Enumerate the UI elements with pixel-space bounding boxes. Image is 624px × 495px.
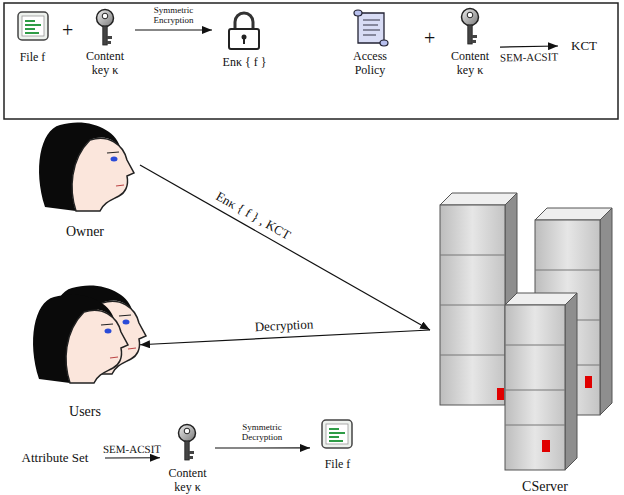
server-tower bbox=[505, 293, 577, 470]
diagram-node: Users bbox=[30, 288, 140, 420]
node-caption: CServer bbox=[522, 479, 568, 495]
edge-label: SEM-ACSIT bbox=[492, 50, 567, 63]
key-icon bbox=[462, 9, 479, 45]
connector-arrow bbox=[215, 447, 310, 448]
file-icon bbox=[322, 420, 352, 448]
diagram-node: Content key κ bbox=[440, 6, 500, 78]
diagram-node: Enκ { f } bbox=[212, 10, 277, 70]
node-caption: Access Policy bbox=[348, 50, 392, 78]
edge-label: SEM-ACSIT bbox=[95, 443, 170, 455]
plus-sign: + bbox=[62, 20, 73, 40]
user-face bbox=[33, 294, 128, 383]
diagram-node: File f bbox=[5, 10, 60, 65]
node-caption: Attribute Set bbox=[22, 451, 89, 466]
diagram-node: Attribute Set bbox=[5, 448, 105, 468]
top-frame bbox=[4, 3, 618, 119]
edge-label: Symmetric Encryption bbox=[144, 6, 204, 26]
file-icon bbox=[18, 12, 48, 40]
node-caption: Enκ { f } bbox=[223, 56, 267, 70]
diagram-node: Access Policy bbox=[340, 6, 400, 78]
node-caption: Content key κ bbox=[447, 50, 493, 78]
node-caption: File f bbox=[20, 51, 46, 65]
key-icon bbox=[97, 10, 114, 46]
connector-arrow bbox=[105, 457, 160, 458]
plus-sign: + bbox=[424, 28, 435, 48]
diagram-node: Content key κ bbox=[160, 422, 215, 495]
diagram-node: KCT bbox=[558, 36, 610, 56]
diagram-node: Content key κ bbox=[75, 8, 135, 78]
lock-icon bbox=[229, 13, 259, 49]
key-icon bbox=[179, 425, 196, 461]
owner-face bbox=[39, 122, 134, 211]
edge-label: Enκ { f } , KCT bbox=[189, 175, 318, 257]
node-caption: KCT bbox=[571, 39, 597, 54]
node-caption: Content key κ bbox=[82, 50, 128, 78]
connector-arrow bbox=[140, 165, 430, 330]
policy-scroll-icon bbox=[354, 10, 388, 46]
diagram-node: Owner bbox=[30, 118, 140, 240]
diagram-node: CServer bbox=[430, 188, 620, 495]
connector-arrow bbox=[500, 46, 558, 47]
node-caption: Content key κ bbox=[165, 467, 211, 495]
node-caption: File f bbox=[325, 458, 351, 472]
node-caption: Users bbox=[69, 404, 101, 420]
edge-label: Symmetric Decryption bbox=[232, 423, 292, 443]
connector-arrow bbox=[135, 29, 212, 30]
edge-label: Decryption bbox=[239, 317, 330, 336]
diagram-node: File f bbox=[310, 418, 365, 472]
node-caption: Owner bbox=[66, 224, 104, 240]
